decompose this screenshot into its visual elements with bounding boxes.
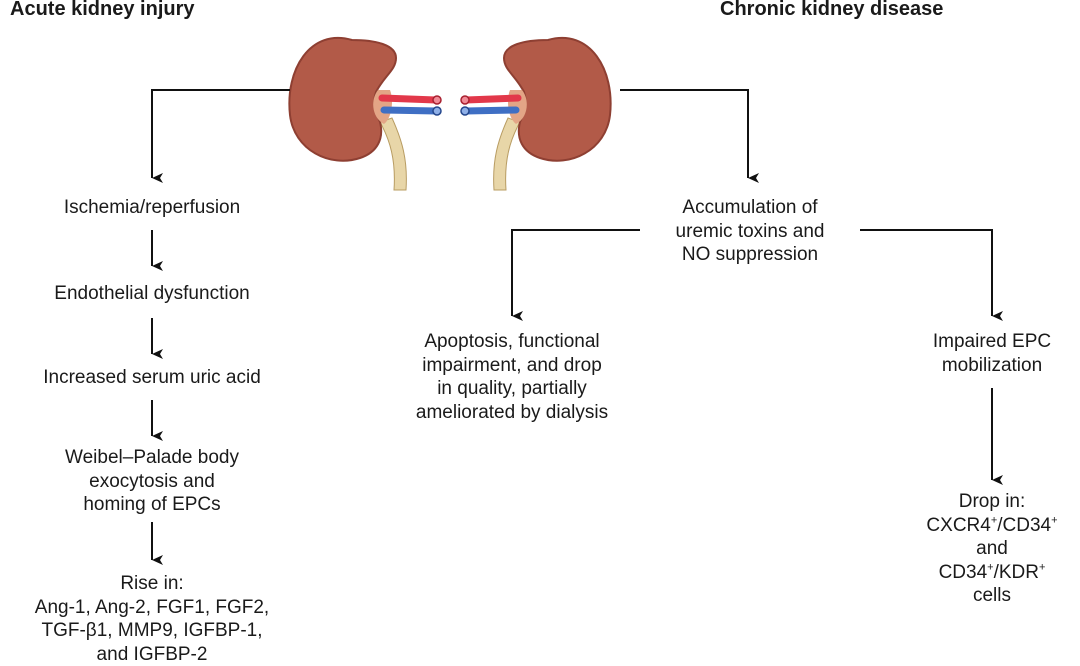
node-drop-in: Drop in: CXCR4+/CD34+ and CD34+/KDR+ cel… [926, 491, 1058, 606]
left-ureter [379, 117, 407, 191]
left-vein-end [432, 106, 442, 116]
right-vein-end [460, 106, 470, 116]
node-apoptosis: Apoptosis, functional impairment, and dr… [415, 331, 609, 423]
node-increased-uric-acid: Increased serum uric acid [43, 367, 261, 388]
right-renal-artery [462, 94, 522, 104]
connector-kidney-to-accumulation [620, 89, 759, 183]
right-ureter [493, 117, 521, 191]
node-endothelial-dysfunction: Endothelial dysfunction [54, 283, 250, 304]
connector-accumulation-to-apoptosis [511, 229, 640, 321]
left-renal-vein [380, 106, 440, 115]
node-impaired-epc: Impaired EPC mobilization [932, 331, 1052, 376]
right-artery-end [460, 95, 470, 105]
heading-chronic-kidney-disease: Chronic kidney disease [720, 0, 944, 20]
right-renal-vein [462, 106, 520, 115]
node-accumulation: Accumulation of uremic toxins and NO sup… [675, 197, 825, 265]
left-kidney-illustration [288, 37, 442, 191]
left-kidney-body [288, 37, 398, 162]
connector-accumulation-to-impaired [860, 229, 1003, 321]
right-kidney-body [502, 37, 612, 162]
node-weibel-palade: Weibel–Palade body exocytosis and homing… [65, 447, 239, 515]
node-ischemia-reperfusion: Ischemia/reperfusion [63, 197, 241, 218]
left-artery-end [432, 95, 442, 105]
node-rise-in: Rise in: Ang-1, Ang-2, FGF1, FGF2, TGF-β… [34, 573, 270, 665]
right-kidney-illustration [460, 37, 612, 191]
connector-kidney-to-ischemia [151, 89, 290, 183]
left-renal-artery [378, 94, 440, 104]
heading-acute-kidney-injury: Acute kidney injury [10, 0, 195, 20]
